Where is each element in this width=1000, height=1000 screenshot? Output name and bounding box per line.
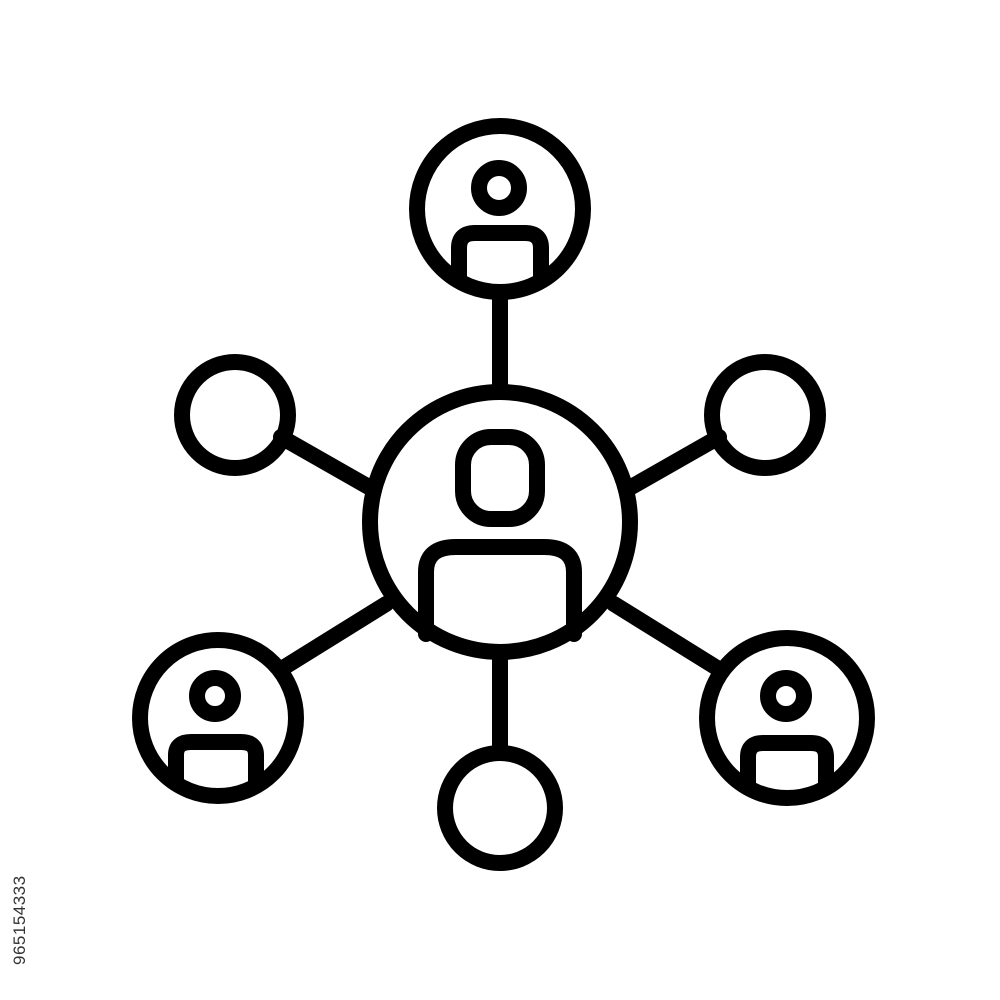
stock-id-watermark: 965154333 bbox=[10, 875, 29, 965]
top-person-body-icon bbox=[451, 225, 549, 285]
bottom-empty-node bbox=[437, 745, 563, 871]
connector-upper-right bbox=[618, 429, 727, 498]
central-circle bbox=[362, 384, 638, 660]
lower-right-person-circle bbox=[699, 630, 875, 806]
connector-upper-left bbox=[273, 429, 382, 498]
lower-right-person-node bbox=[699, 630, 875, 806]
upper-left-empty-node bbox=[174, 354, 296, 476]
top-person-node bbox=[409, 118, 591, 300]
central-person-node bbox=[362, 384, 638, 660]
top-person-head-icon bbox=[471, 160, 527, 216]
lower-left-person-body-icon bbox=[168, 734, 264, 790]
empty-nodes bbox=[174, 354, 826, 871]
connector-lower-left bbox=[275, 596, 394, 676]
lower-left-person-circle bbox=[132, 632, 304, 804]
lower-left-person-node bbox=[132, 632, 304, 804]
central-person-head-icon bbox=[455, 429, 545, 527]
top-person-circle bbox=[409, 118, 591, 300]
lower-right-person-head-icon bbox=[760, 670, 812, 722]
connector-lines bbox=[273, 284, 727, 760]
upper-right-empty-node bbox=[704, 354, 826, 476]
lower-left-person-head-icon bbox=[189, 670, 241, 722]
connector-lower-right bbox=[606, 596, 725, 676]
central-person-body-icon bbox=[418, 539, 582, 642]
lower-right-person-body-icon bbox=[740, 735, 834, 792]
